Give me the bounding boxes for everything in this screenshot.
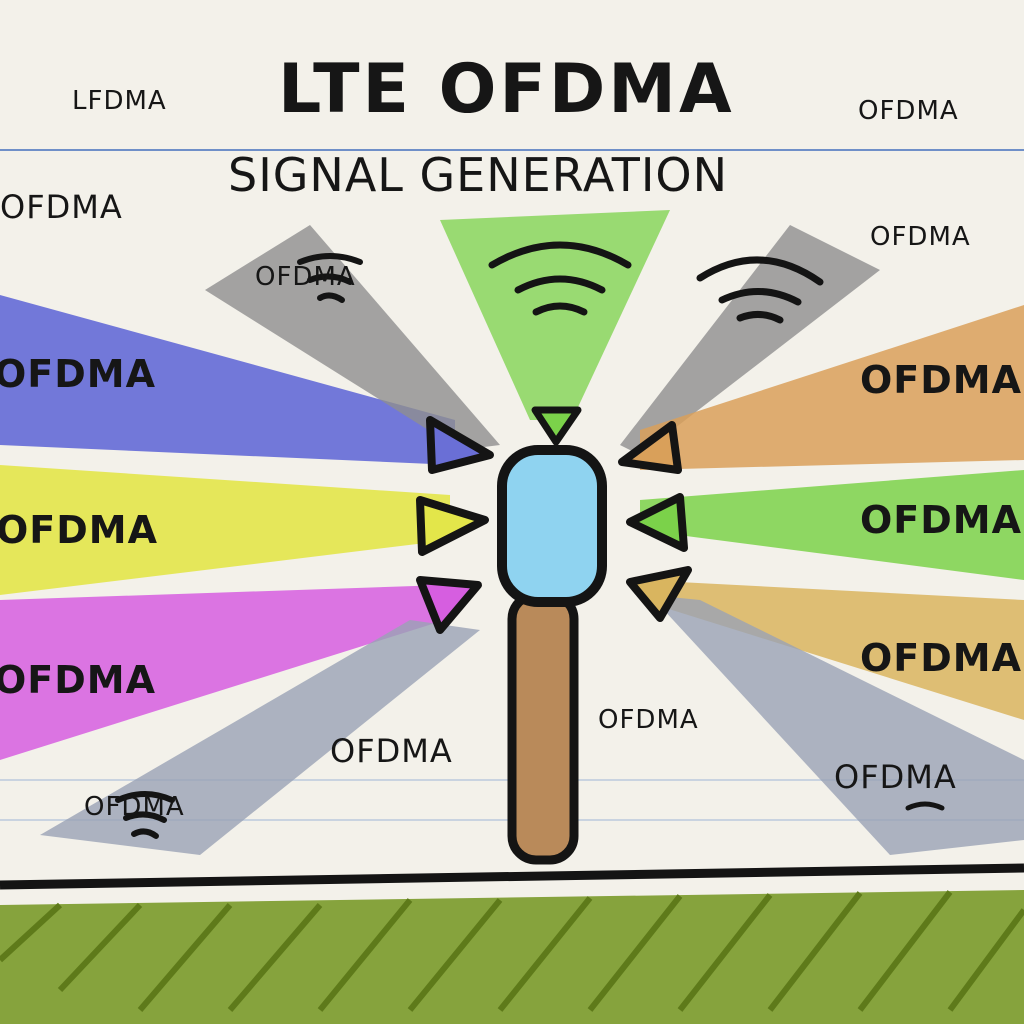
label-tan-beam: OFDMA (859, 636, 1022, 680)
label-lower-center-left: OFDMA (330, 732, 453, 770)
green-beam-top (440, 210, 670, 420)
label-left-upper: OFDMA (0, 188, 123, 226)
label-grey-beam-lower-right: OFDMA (834, 758, 957, 796)
magenta-beam (0, 585, 445, 760)
label-green-beam: OFDMA (859, 498, 1022, 542)
diagram-title: LTE OFDMA (278, 50, 735, 129)
label-yellow-beam: OFDMA (0, 508, 159, 552)
label-lower-center-right: OFDMA (598, 705, 699, 735)
arrowhead (626, 493, 688, 552)
arrowhead (618, 421, 682, 474)
yellow-beam (0, 465, 450, 595)
label-top-right-corner: OFDMA (858, 96, 959, 126)
grass (0, 890, 1024, 1024)
label-top-left-corner: LFDMA (72, 86, 167, 116)
arrowhead (426, 416, 494, 474)
arrowhead (531, 406, 582, 446)
blue-beam (0, 295, 455, 465)
label-orange-beam: OFDMA (859, 358, 1022, 402)
wifi-icon (905, 801, 945, 811)
antenna-pole (507, 590, 579, 865)
green-beam-right (640, 470, 1024, 580)
tan-beam (640, 580, 1024, 720)
wifi-icon (297, 253, 363, 303)
label-grey-beam-left: OFDMA (255, 262, 356, 292)
antenna-head (497, 445, 607, 607)
arrowhead (416, 576, 482, 634)
grey-beam-upper-left (205, 225, 500, 450)
grey-beam-lower-right (650, 595, 1024, 855)
wifi-icon (696, 256, 824, 324)
label-magenta-beam: OFDMA (0, 658, 157, 702)
arrowhead (416, 496, 489, 556)
wifi-icon (488, 241, 632, 316)
ground-line (0, 863, 1024, 890)
label-lower-left-beam: OFDMA (84, 792, 185, 822)
diagram-subtitle: SIGNAL GENERATION (228, 148, 728, 202)
label-right-upper: OFDMA (870, 222, 971, 252)
arrowhead (626, 566, 692, 622)
label-blue-beam: OFDMA (0, 352, 157, 396)
orange-beam (640, 305, 1024, 470)
wifi-icon (115, 791, 175, 839)
grass-strokes (0, 890, 1024, 1012)
